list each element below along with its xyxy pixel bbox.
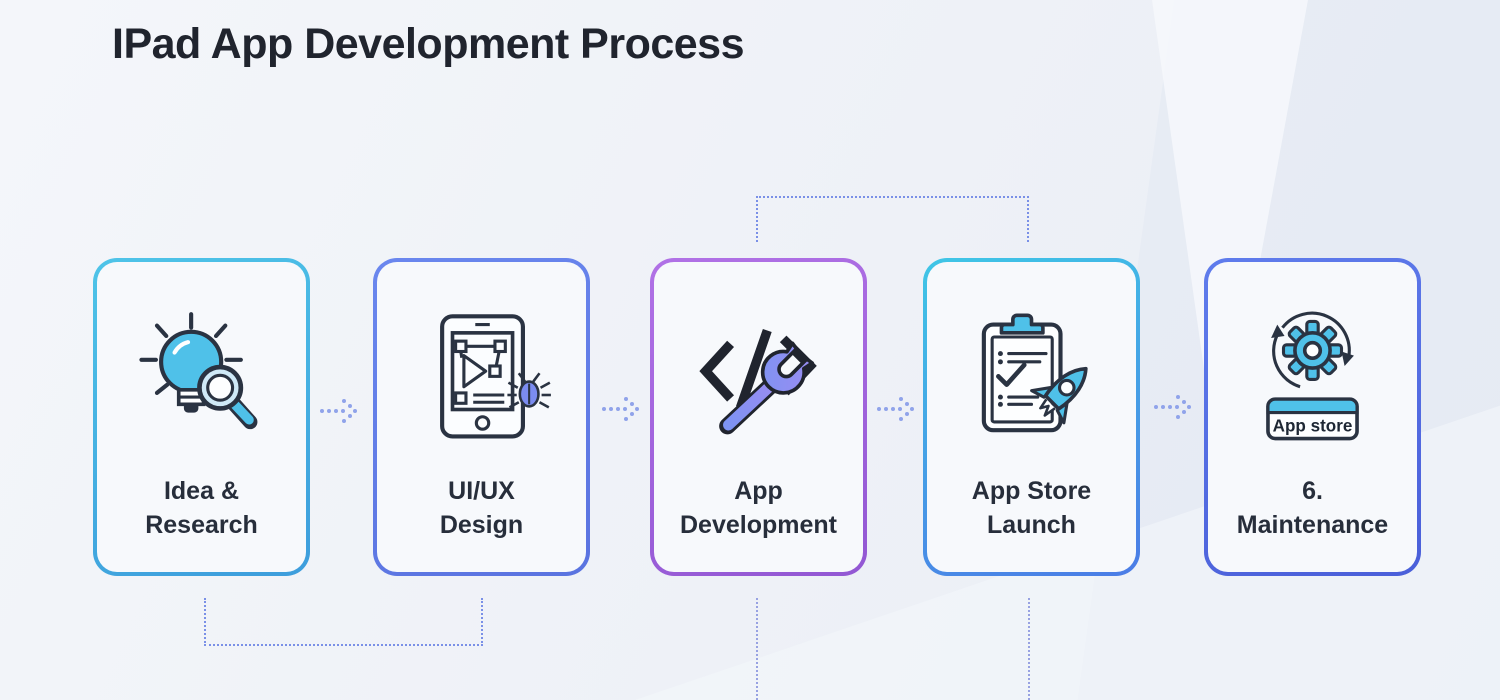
process-card-app-development: App Development bbox=[650, 258, 867, 576]
process-card-uiux-design: UI/UX Design bbox=[373, 258, 590, 576]
gear-refresh-appstore-icon: App store bbox=[1233, 296, 1393, 464]
code-wrench-icon bbox=[679, 296, 839, 464]
step-label: App Development bbox=[680, 477, 837, 539]
clipboard-rocket-icon bbox=[952, 296, 1112, 464]
dotted-arrow-icon bbox=[320, 399, 357, 423]
dotted-connector-vertical bbox=[1028, 598, 1030, 700]
page-title: IPad App Development Process bbox=[112, 20, 745, 68]
process-card-maintenance: App store 6. Maintenance bbox=[1204, 258, 1421, 576]
step-label: Idea & Research bbox=[145, 477, 258, 539]
dotted-arrow-icon bbox=[877, 397, 914, 421]
dotted-connector-bottom bbox=[204, 598, 483, 646]
step-label: UI/UX Design bbox=[439, 477, 524, 539]
lightbulb-magnifier-icon bbox=[122, 296, 282, 464]
dotted-connector-vertical bbox=[756, 598, 758, 700]
step-label: 6. Maintenance bbox=[1236, 477, 1389, 539]
process-card-app-store-launch: App Store Launch bbox=[923, 258, 1140, 576]
dotted-arrow-icon bbox=[602, 397, 639, 421]
dotted-arrow-icon bbox=[1154, 395, 1191, 419]
process-card-idea-research: Idea & Research bbox=[93, 258, 310, 576]
tablet-wireframe-bug-icon bbox=[402, 296, 562, 464]
dotted-connector-top bbox=[756, 196, 1029, 242]
step-label: App Store Launch bbox=[971, 477, 1092, 539]
app-store-badge-label: App store bbox=[1273, 416, 1353, 435]
